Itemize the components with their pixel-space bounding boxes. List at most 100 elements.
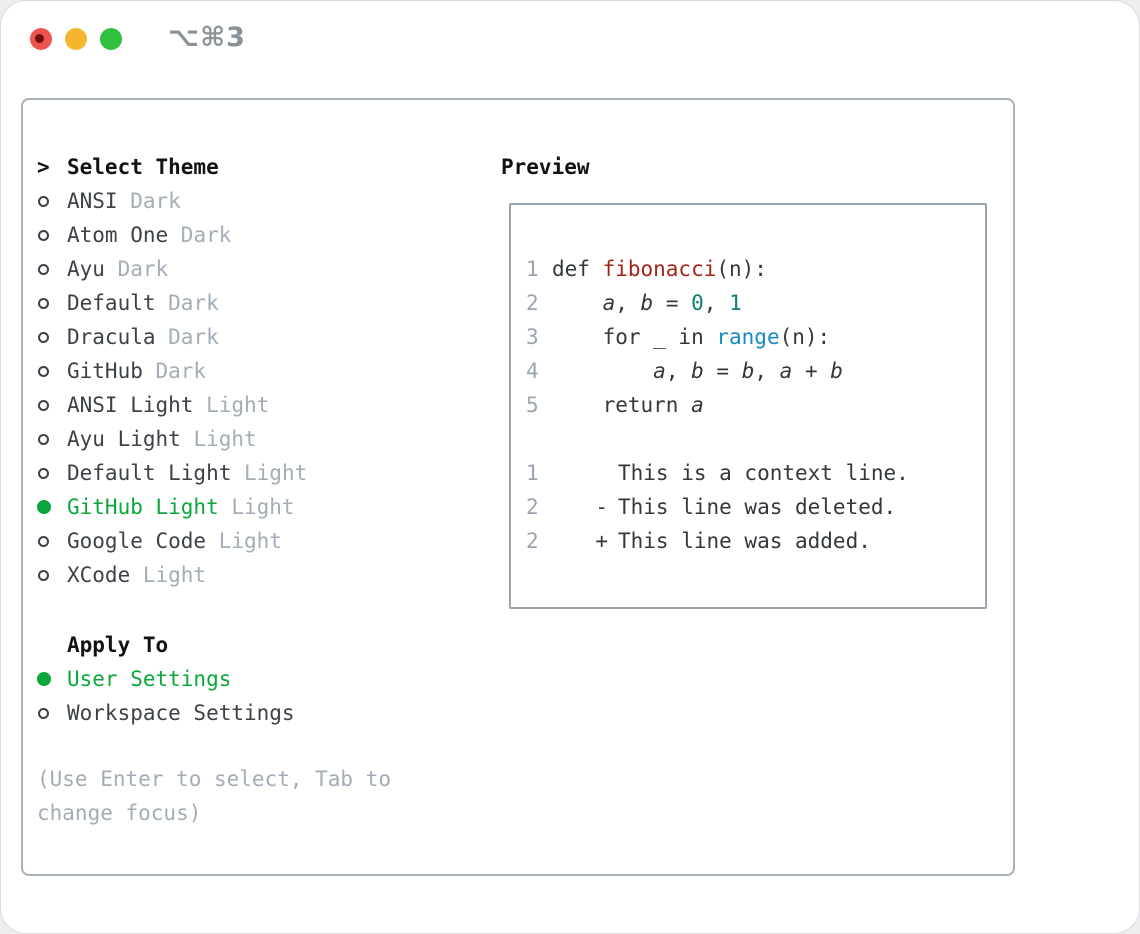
theme-variant-tag: Light [130,563,207,587]
token-plain: return [552,393,692,417]
apply-to-header-row: Apply To [37,628,295,662]
token-plain: def [552,257,603,281]
zoom-button[interactable] [100,28,122,50]
select-theme-title: Select Theme [67,155,219,179]
close-button[interactable] [30,28,52,50]
code-line: 3 for _ in range(n): [526,320,979,354]
radio-ring [38,297,49,309]
radio-unselected-icon [37,558,67,592]
radio-ring [38,569,49,581]
apply-option-label: Workspace Settings [67,701,295,725]
theme-variant-tag: Dark [117,189,181,213]
radio-selected-icon [37,490,67,524]
apply-option-label: User Settings [67,667,232,691]
apply-option[interactable]: User Settings [37,662,295,696]
theme-item-label: Ayu [67,257,105,281]
token-number: 1 [729,291,742,315]
theme-item[interactable]: Default Light Light [37,456,307,490]
theme-item[interactable]: Dracula Dark [37,320,307,354]
theme-item-label: GitHub [67,359,143,383]
radio-unselected-icon [37,320,67,354]
token-builtin: range [716,325,780,349]
token-variable: b [640,291,654,315]
code-line: 4 a, b = b, a + b [526,354,979,388]
line-number: 4 [526,359,539,383]
radio-ring [38,229,49,241]
radio-ring [38,467,49,479]
theme-item[interactable]: GitHub Light Light [37,490,307,524]
radio-unselected-icon [37,524,67,558]
theme-variant-tag: Light [231,461,308,485]
code-diff-gap [526,422,979,456]
line-number: 5 [526,393,539,417]
radio-dot [37,500,51,514]
theme-item[interactable]: Ayu Dark [37,252,307,286]
token-plain: (n): [716,257,767,281]
theme-variant-tag: Light [180,427,257,451]
line-number: 3 [526,325,539,349]
diff-marker-plus: + [595,529,608,553]
theme-variant-tag: Dark [155,291,219,315]
radio-ring [38,707,49,719]
token-variable: b [741,359,755,383]
token-plain: , [703,291,730,315]
theme-item-label: XCode [67,563,131,587]
theme-item[interactable]: XCode Light [37,558,307,592]
theme-variant-tag: Light [206,529,282,553]
apply-option[interactable]: Workspace Settings [37,696,295,730]
theme-item[interactable]: ANSI Dark [37,184,307,218]
diff-marker-minus: - [595,495,608,519]
theme-variant-tag: Dark [142,359,207,383]
select-theme-header: > Select Theme [37,150,307,184]
diff-line-deleted: 2-This line was deleted. [526,490,979,524]
apply-to-title: Apply To [67,633,169,657]
token-variable: b [830,359,843,383]
theme-item-label: Default [67,291,156,315]
theme-variant-tag: Dark [155,325,219,349]
radio-unselected-icon [37,252,67,286]
apply-to-indent [37,628,67,662]
token-plain: = [703,359,742,383]
radio-unselected-icon [37,184,67,218]
token-plain [552,291,603,315]
theme-item-label: ANSI Light [67,393,194,417]
window-title: ⌥⌘3 [168,22,246,53]
code-line: 2 a, b = 0, 1 [526,286,979,320]
token-plain: = [653,291,692,315]
hint-line-2: change focus) [37,801,202,825]
minimize-button[interactable] [65,28,87,50]
diff-line-added: 2+This line was added. [526,524,979,558]
theme-item[interactable]: Default Dark [37,286,307,320]
theme-item[interactable]: GitHub Dark [37,354,307,388]
token-variable: a [691,393,704,417]
token-plain: + [792,359,831,383]
radio-unselected-icon [37,354,67,388]
prompt-cursor-icon: > [37,155,50,179]
hint-line-1: (Use Enter to select, Tab to [37,767,392,791]
token-plain: , [665,359,692,383]
theme-variant-tag: Dark [104,257,169,281]
theme-item-label: Dracula [67,325,156,349]
token-plain: for _ in [552,325,717,349]
theme-item-label: GitHub Light [67,495,219,519]
radio-unselected-icon [37,696,67,730]
preview-header: Preview [501,155,590,179]
theme-variant-tag: Light [218,495,295,519]
radio-dot [37,672,51,686]
theme-item[interactable]: Ayu Light Light [37,422,307,456]
theme-item[interactable]: ANSI Light Light [37,388,307,422]
diff-text: This line was added. [618,529,871,553]
radio-unselected-icon [37,456,67,490]
theme-item-label: Google Code [67,529,207,553]
theme-item[interactable]: Atom One Dark [37,218,307,252]
token-variable: a [602,291,616,315]
theme-item[interactable]: Google Code Light [37,524,307,558]
radio-ring [38,433,49,445]
radio-selected-icon [37,662,67,696]
radio-ring [38,365,49,377]
